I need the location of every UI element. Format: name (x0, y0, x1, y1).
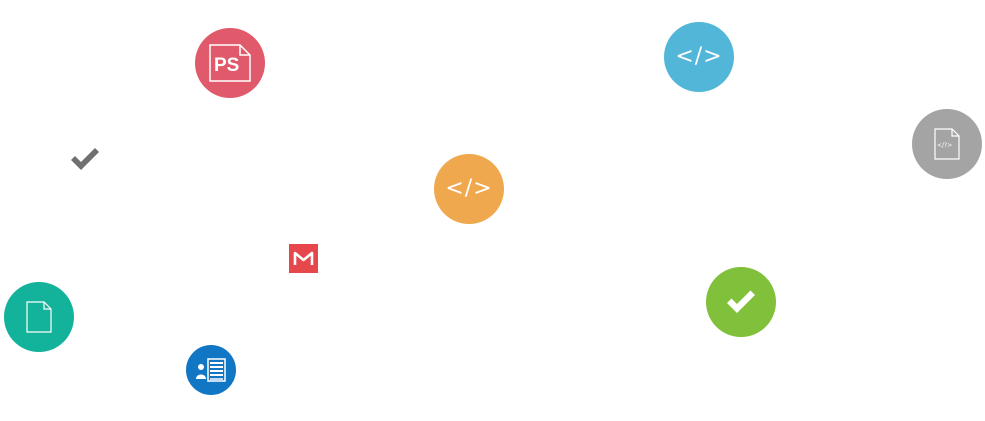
document-glyph (26, 301, 52, 333)
code-label-blue: </> (675, 44, 723, 69)
code-icon-orange: </> (434, 154, 504, 224)
xml-file-glyph: </?> (934, 128, 960, 160)
code-label-orange: </> (445, 176, 493, 201)
photoshop-label: PS (214, 55, 239, 76)
code-icon-blue: </> (664, 22, 734, 92)
xml-file-icon: </?> (912, 109, 982, 179)
checkmark-icon (70, 145, 100, 173)
checkmark-circle-icon (706, 267, 776, 337)
checkmark-glyph-white (727, 290, 755, 313)
gmail-icon (289, 244, 318, 273)
xml-file-label: </?> (937, 142, 952, 149)
contact-list-glyph (196, 358, 226, 382)
gmail-glyph (293, 251, 314, 265)
photoshop-file-glyph: PS (209, 44, 251, 82)
document-icon (4, 282, 74, 352)
photoshop-file-icon: PS (195, 28, 265, 98)
contact-list-icon (186, 345, 236, 395)
checkmark-glyph-gray (71, 148, 99, 170)
